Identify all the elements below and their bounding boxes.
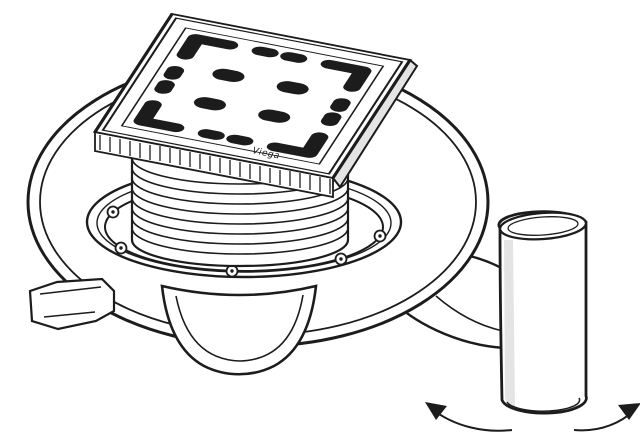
drain-bowl	[160, 284, 318, 376]
anchor-clip	[28, 277, 116, 331]
rotation-arrow-right-icon	[573, 403, 640, 432]
rotation-arrow-left-head	[425, 402, 447, 420]
screw-dot	[339, 257, 343, 261]
outlet-pipe-body	[497, 210, 588, 415]
grate-hole	[226, 134, 254, 146]
grate-hole-hook	[133, 100, 185, 133]
rotation-arrow-left-icon	[425, 402, 513, 432]
grate-hole	[280, 52, 308, 63]
clamping-ring	[85, 165, 403, 279]
grate-hole	[276, 81, 309, 95]
outlet-pipe	[497, 210, 588, 415]
grate-hole	[197, 129, 225, 140]
grate-hole-hook	[176, 34, 239, 60]
anchor-clip-body	[28, 277, 116, 331]
screw-dot	[378, 234, 382, 238]
pipe-bottom-inner-edge	[506, 397, 581, 412]
rotation-arrows	[425, 402, 640, 432]
grate-hole	[258, 109, 291, 123]
grate-hole	[154, 80, 175, 94]
screw-dot	[111, 210, 115, 214]
barrel-corrugation	[131, 187, 349, 215]
barrel-corrugation	[131, 197, 349, 225]
rotation-arrow-right-head	[618, 403, 640, 420]
barrel-corrugation	[131, 217, 349, 245]
pipe-opening	[498, 211, 588, 241]
grate-hole	[163, 66, 185, 80]
anchor-clip-edge	[43, 311, 96, 318]
grate-mid-frame	[101, 17, 404, 175]
drain-grate	[92, 12, 413, 180]
screw-dot	[230, 269, 234, 273]
grate-inner-frame	[120, 27, 385, 165]
drain-bowl-inner-line	[175, 294, 304, 362]
screw-dot	[119, 246, 123, 250]
pipe-opening-inner	[507, 216, 579, 236]
screw-holes	[106, 205, 387, 278]
anchor-clip-edge	[39, 286, 102, 295]
adjustment-ticks	[99, 135, 331, 194]
grate-hole	[251, 46, 279, 58]
rotation-arrow-left-line	[431, 408, 513, 432]
outlet-elbow-seam	[435, 295, 504, 332]
grate-perforations	[133, 34, 372, 158]
grate-hole	[212, 68, 245, 83]
barrel-corrugation	[131, 207, 349, 235]
grate-hole	[193, 97, 226, 111]
barrel-corrugation	[131, 227, 349, 255]
grate-hole	[330, 98, 351, 112]
drain-bowl-outline	[160, 284, 318, 376]
grate-hole-hook	[320, 59, 372, 92]
pipe-shading	[504, 240, 515, 408]
grate-hole-hook	[266, 132, 329, 158]
grate-outer-frame	[92, 12, 413, 180]
grate-hole	[320, 112, 342, 126]
barrel-corrugation	[131, 177, 349, 205]
